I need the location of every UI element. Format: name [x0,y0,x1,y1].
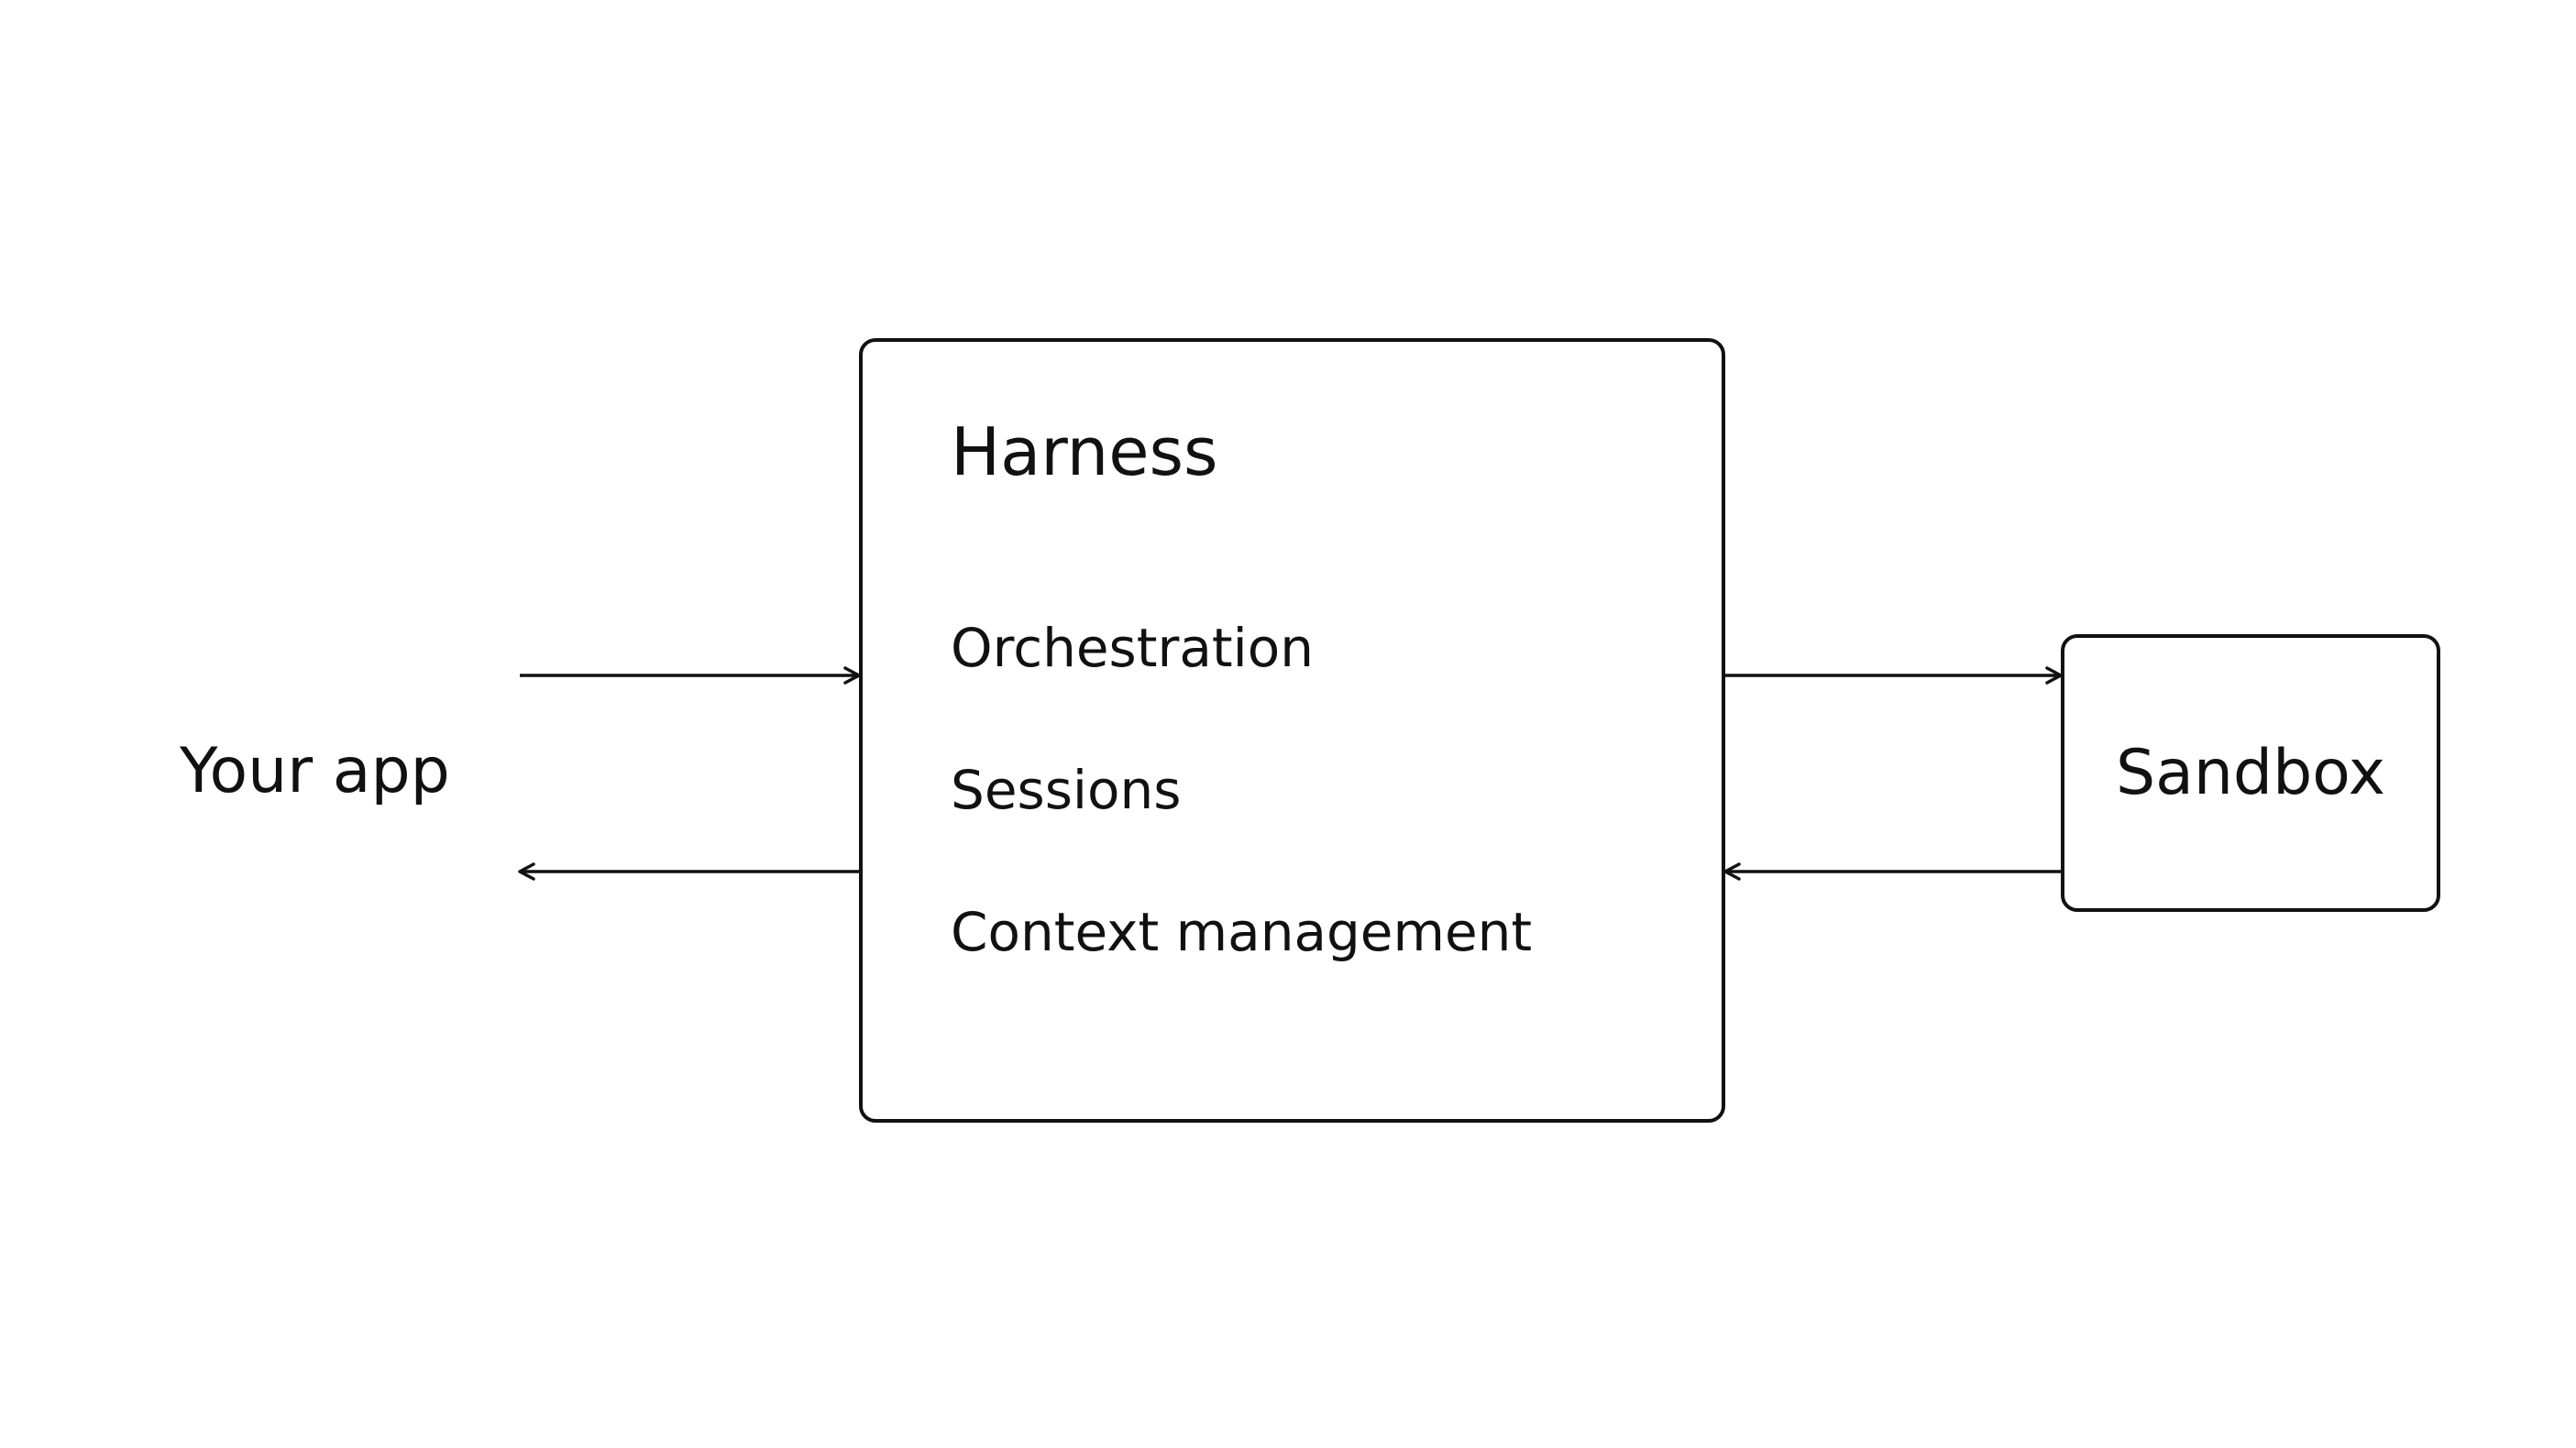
sandbox-node: Sandbox [2061,634,2440,912]
harness-item-sessions: Sessions [951,759,1182,821]
harness-node: Harness Orchestration Sessions Context m… [859,338,1725,1123]
harness-item-orchestration: Orchestration [951,617,1315,679]
your-app-node-label: Your app [180,735,450,807]
sandbox-node-label: Sandbox [2115,736,2385,809]
harness-title: Harness [951,413,1218,490]
harness-item-context-management: Context management [951,901,1533,963]
